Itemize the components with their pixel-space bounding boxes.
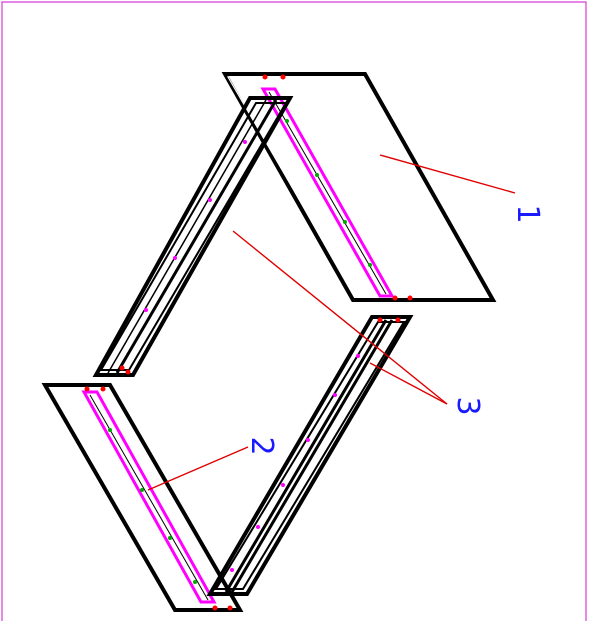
callout-2: 2 <box>244 436 279 455</box>
panel-3-upper <box>92 96 294 377</box>
leader-3b <box>369 362 448 405</box>
leader-1 <box>379 154 516 194</box>
leader-2 <box>147 446 249 491</box>
panel-3-lower-markers <box>230 317 401 572</box>
leader-lines <box>147 154 516 491</box>
callout-1: 1 <box>510 204 545 223</box>
panel-1-edge-strip <box>260 87 395 298</box>
drawing-frame <box>1 1 587 621</box>
leader-3a <box>232 230 448 405</box>
panel-2 <box>41 383 244 612</box>
panel-3-upper-markers <box>119 140 247 375</box>
panel-2-edge-strip <box>81 390 217 604</box>
panel-3-lower <box>206 315 414 596</box>
panel-1-markers <box>262 74 413 301</box>
panel-1 <box>221 72 497 302</box>
panel-2-markers <box>84 386 233 611</box>
callout-3: 3 <box>450 396 485 415</box>
